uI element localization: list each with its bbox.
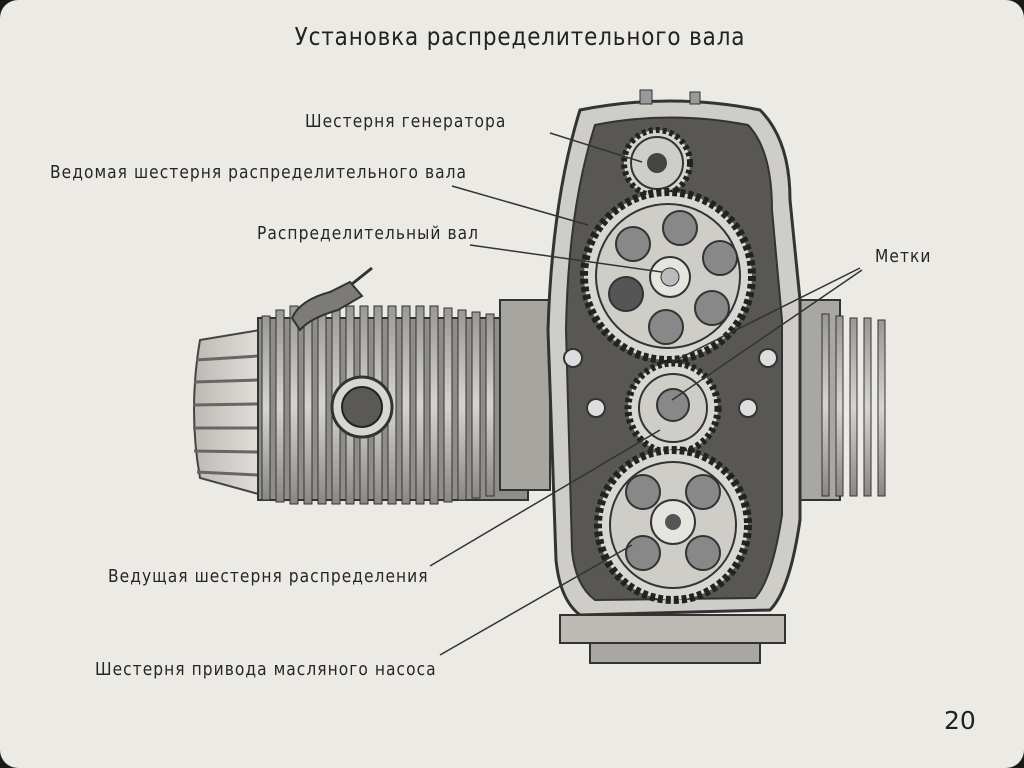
left-cylinder bbox=[192, 266, 551, 505]
head-ribs bbox=[192, 354, 259, 477]
label-camshaft: Распределительный вал bbox=[257, 223, 480, 244]
label-driven-camshaft-gear: Ведомая шестерня распределительного вала bbox=[50, 162, 468, 183]
label-driving-timing-gear: Ведущая шестерня распределения bbox=[108, 566, 429, 587]
slide-title: Установка распределительного вала bbox=[294, 22, 746, 51]
spark-plug-cap bbox=[290, 280, 364, 332]
intermediate-gear bbox=[563, 348, 778, 457]
label-generator-gear: Шестерня генератора bbox=[305, 111, 507, 132]
label-oil-pump-drive-gear: Шестерня привода масляного насоса bbox=[95, 659, 437, 680]
page-number: 20 bbox=[944, 706, 976, 735]
driving-timing-gear bbox=[594, 446, 752, 604]
leader-lines bbox=[429, 132, 863, 656]
generator-gear bbox=[621, 127, 693, 199]
camshaft-driven-gear bbox=[580, 188, 756, 364]
label-marks: Метки bbox=[875, 246, 932, 267]
